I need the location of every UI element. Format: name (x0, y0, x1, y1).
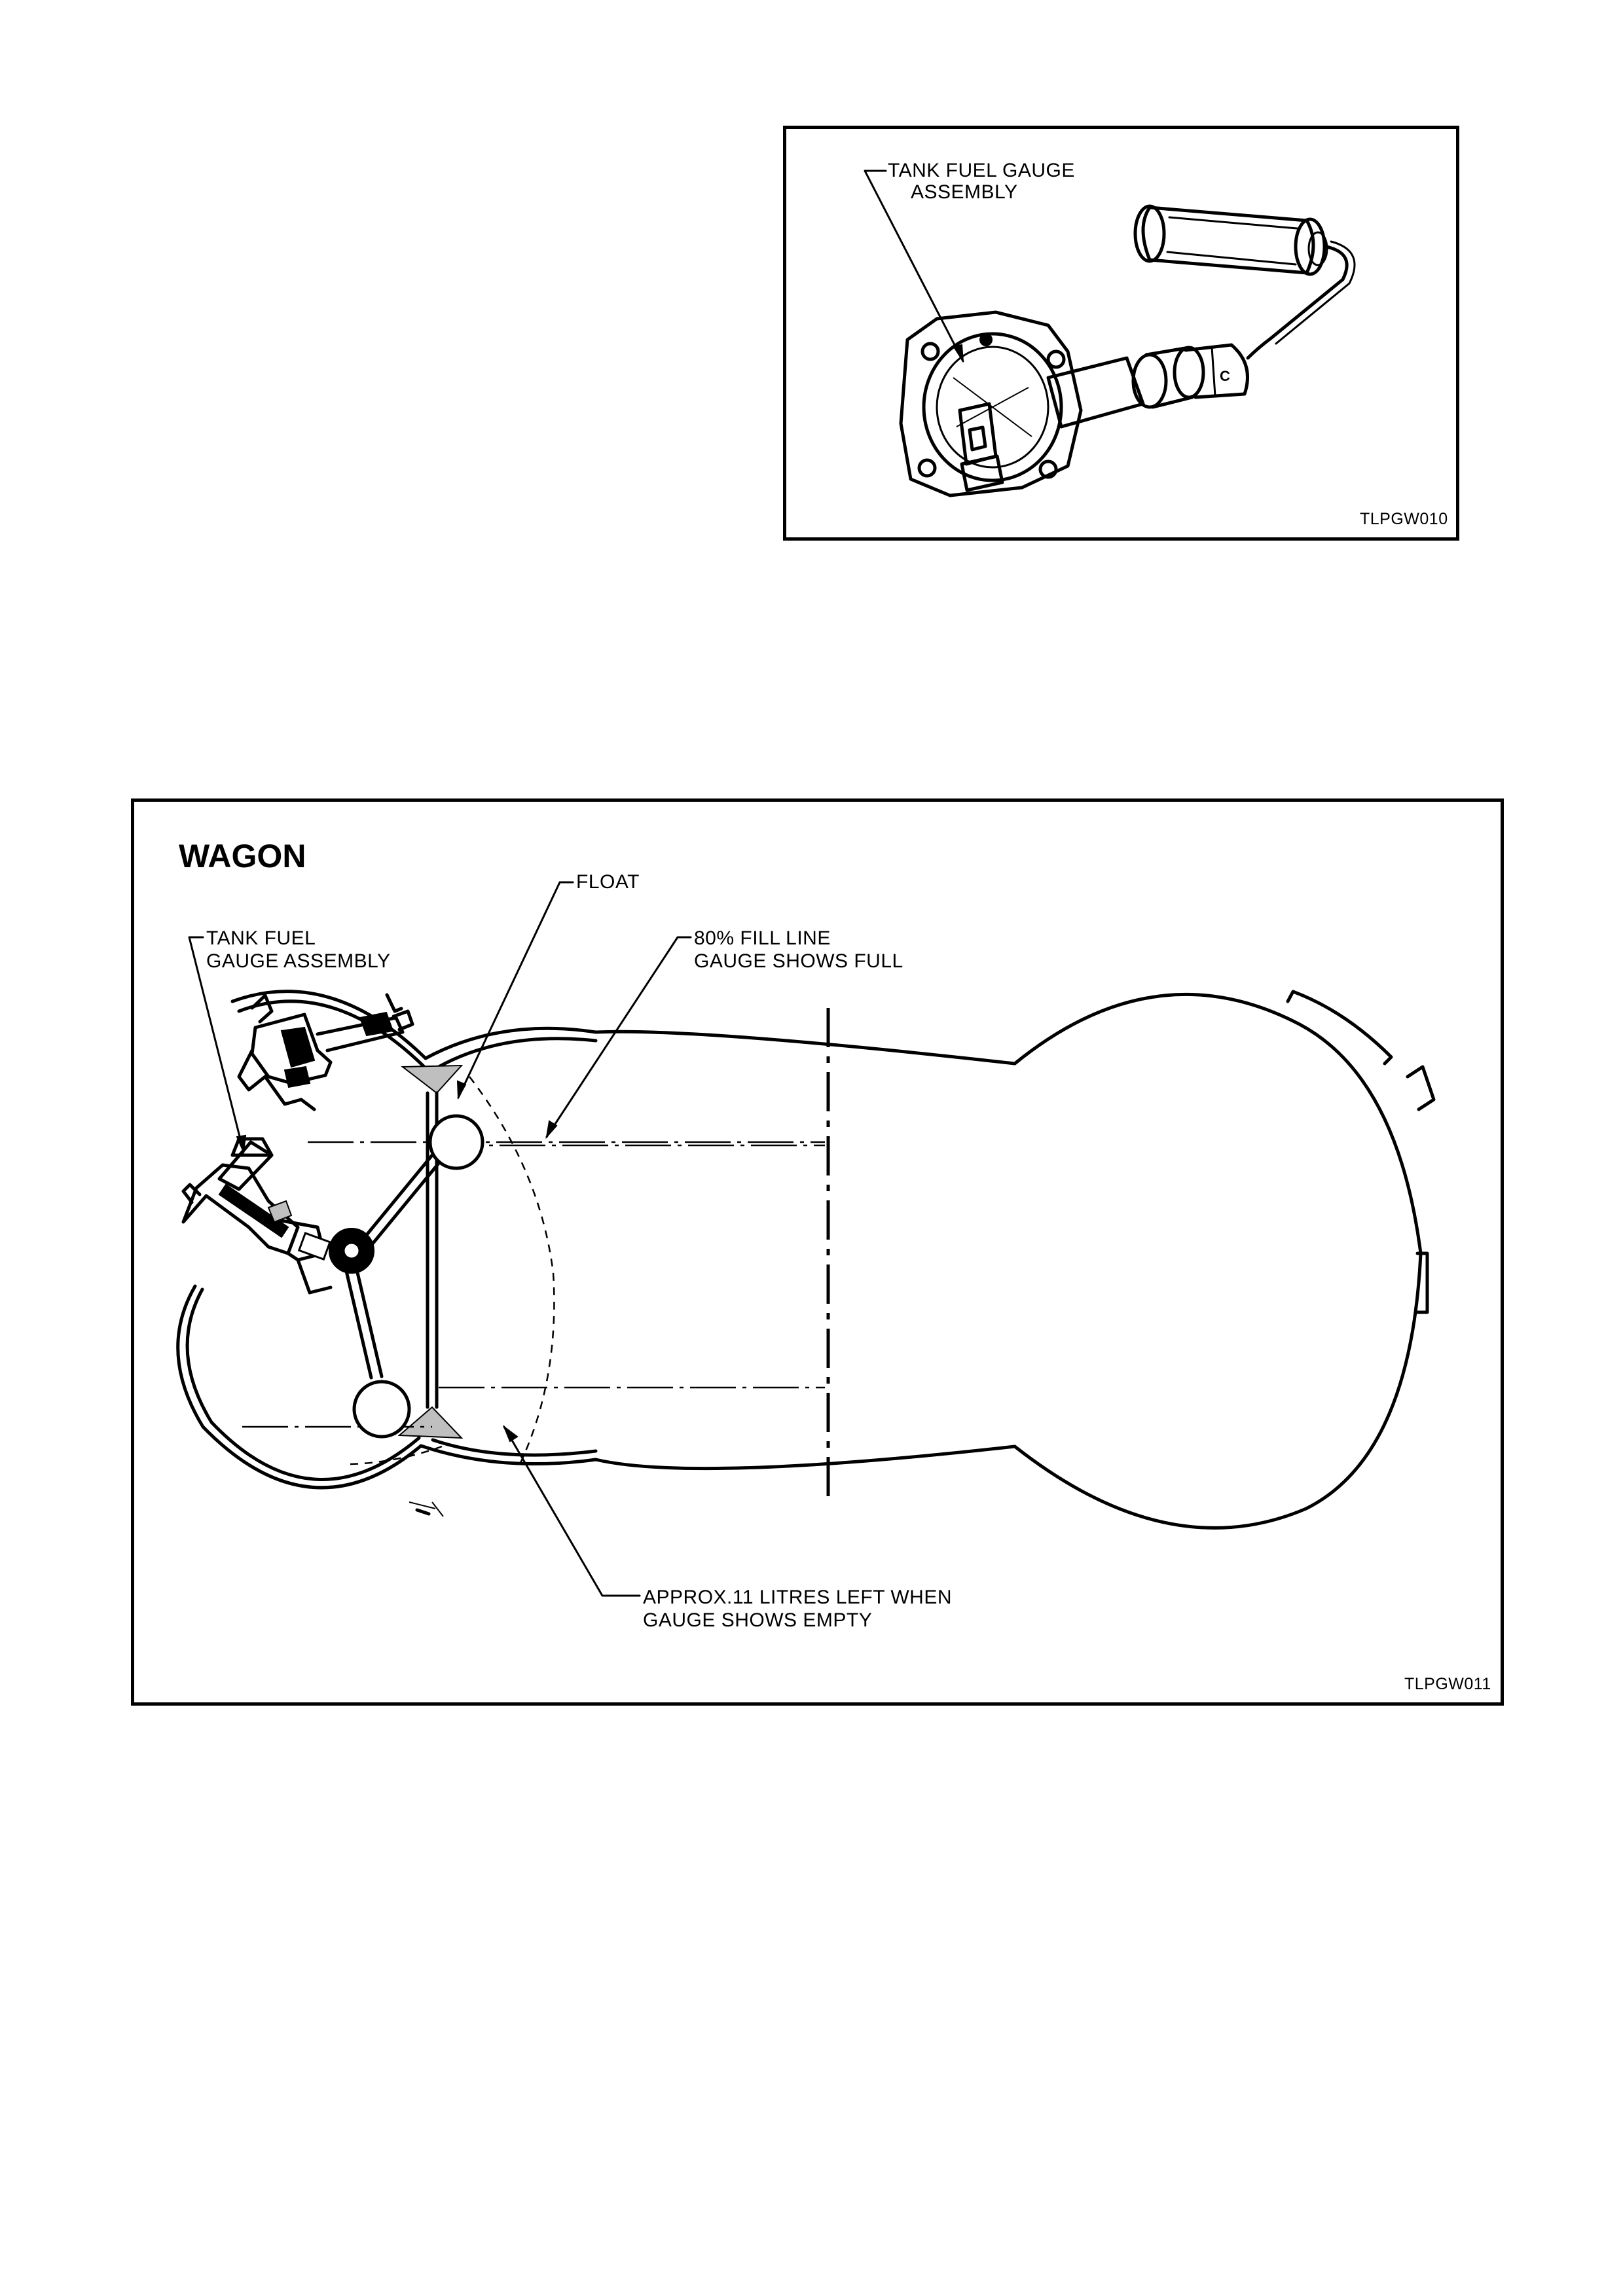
ref-code-tlpgw010: TLPGW010 (1360, 510, 1448, 528)
label-gauge-line1: TANK FUEL (206, 927, 316, 949)
gauge-body (183, 1139, 331, 1293)
gauge-shaft: C (1048, 345, 1248, 427)
valve-fitting-top (239, 996, 412, 1109)
float-cylinder (1135, 206, 1327, 274)
label-gauge-line2: GAUGE ASSEMBLY (206, 950, 391, 972)
label-fill-line1: 80% FILL LINE (694, 927, 831, 949)
ref-code-tlpgw011: TLPGW011 (1404, 1675, 1491, 1693)
fill-line-leader (547, 937, 691, 1137)
part-letter-c: C (1220, 368, 1230, 384)
float-leader (458, 882, 573, 1098)
label-float: FLOAT (576, 871, 640, 893)
label-empty-line2: GAUGE SHOWS EMPTY (643, 1609, 872, 1631)
gauge-assembly-figure: TANK FUEL GAUGE ASSEMBLY C (783, 126, 1459, 541)
callout-gauge-line2: ASSEMBLY (911, 181, 1018, 203)
figure-title: WAGON (179, 838, 306, 874)
callout-gauge-line1: TANK FUEL GAUGE (888, 160, 1075, 181)
label-fill-line2: GAUGE SHOWS FULL (694, 950, 903, 972)
empty-leader-arrow (504, 1427, 517, 1441)
wagon-tank-figure: WAGON FLOAT TANK FUEL GAUGE ASSEMBLY 80%… (131, 798, 1504, 1706)
float-assembly (329, 1116, 483, 1437)
float-leader-arrow (458, 1081, 465, 1098)
gauge-assembly-drawing: TANK FUEL GAUGE ASSEMBLY C (786, 129, 1456, 537)
wagon-tank-drawing: WAGON FLOAT TANK FUEL GAUGE ASSEMBLY 80%… (134, 802, 1501, 1702)
label-empty-line1: APPROX.11 LITRES LEFT WHEN (643, 1587, 952, 1608)
